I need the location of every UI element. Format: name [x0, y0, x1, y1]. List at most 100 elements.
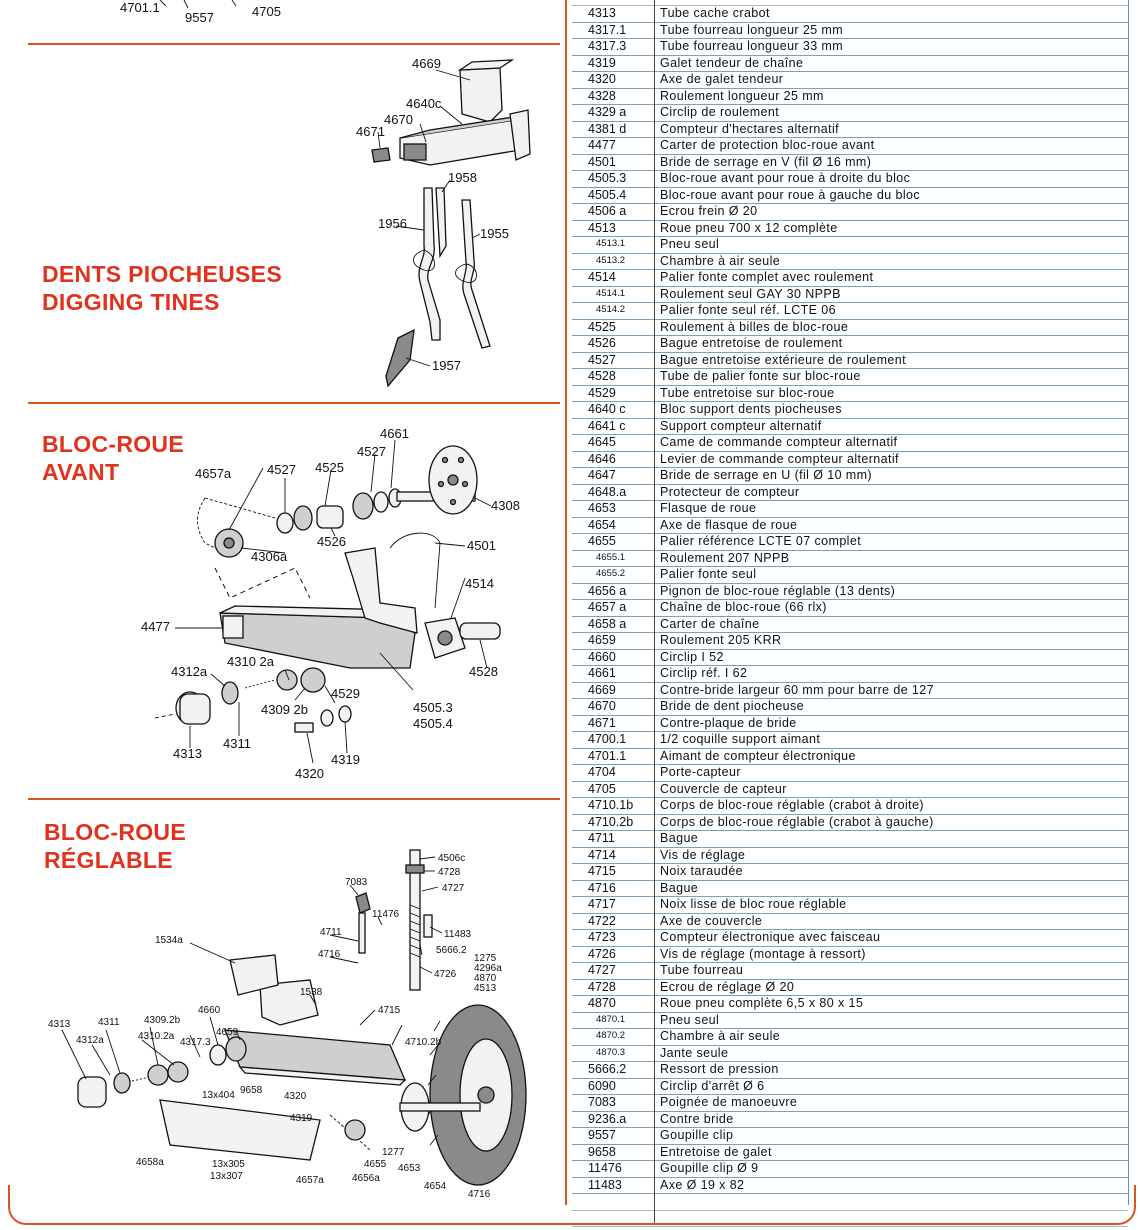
part-description: Noix taraudée [660, 864, 744, 878]
part-description: Porte-capteur [660, 765, 741, 779]
part-code: 4659 [588, 633, 616, 647]
part-description: Bloc support dents piocheuses [660, 402, 842, 416]
part-code: 11483 [588, 1177, 622, 1192]
part-description: Roulement longueur 25 mm [660, 88, 824, 103]
table-column-divider [654, 0, 655, 1225]
part-code: 4653 [588, 501, 616, 515]
part-code: 4381 d [588, 121, 627, 136]
table-row-empty [572, 1210, 1128, 1227]
part-code: 4648.a [588, 484, 627, 499]
part-description: Roulement 207 NPPB [660, 550, 790, 565]
part-code: 4715 [588, 864, 616, 878]
section-title-avant: BLOC-ROUE AVANT [42, 430, 184, 486]
label-4312a: 4312a [76, 1035, 104, 1046]
label-4528: 4528 [469, 664, 498, 679]
label-1957: 1957 [432, 358, 461, 373]
table-row: 4514.1 Roulement seul GAY 30 NPPB [572, 286, 1128, 303]
label-4660: 4660 [198, 1005, 221, 1016]
label-4727: 4727 [442, 883, 465, 894]
part-code: 4701.1 [588, 748, 627, 763]
label-4659: 4659 [216, 1027, 239, 1038]
part-description: Corps de bloc-roue réglable (crabot à ga… [660, 814, 934, 829]
tube-4313b [77, 1076, 107, 1108]
chain [197, 497, 216, 549]
label-13x404: 13x404 [202, 1090, 235, 1101]
label-4710-2b: 4710.2b [405, 1037, 442, 1048]
part-description: Levier de commande compteur alternatif [660, 451, 899, 466]
part-description: Tube cache crabot [660, 6, 770, 20]
part-description: Chaîne de bloc-roue (66 rlx) [660, 600, 827, 614]
part-code: 4525 [588, 319, 616, 334]
part-description: Pneu seul [660, 237, 720, 251]
label-4716-bottom: 4716 [468, 1189, 491, 1200]
part-code: 4661 [588, 666, 616, 680]
part-description: Contre bride [660, 1111, 734, 1126]
diagram-column: 4701.1 9557 4705 DENTS PIOCHEUSES DIGGIN… [0, 0, 565, 1230]
part-description: Flasque de roue [660, 501, 757, 515]
label-4505-4: 4505.4 [413, 716, 453, 731]
part-code: 4529 [588, 385, 616, 400]
part-code: 4726 [588, 946, 616, 961]
part-code: 4329 a [588, 105, 627, 119]
label-4726: 4726 [434, 969, 457, 980]
label-4671: 4671 [356, 124, 385, 139]
label-4655: 4655 [364, 1159, 387, 1170]
label-4311: 4311 [223, 736, 251, 751]
part-code: 4514.1 [596, 287, 626, 299]
label-4317-3: 4317.3 [180, 1037, 211, 1048]
part-description: Roue pneu 700 x 12 complète [660, 220, 838, 235]
label-4308: 4308 [491, 498, 520, 513]
part-code: 4714 [588, 847, 616, 862]
column-divider [565, 0, 567, 1205]
part-description: Tube fourreau longueur 33 mm [660, 39, 844, 53]
part-description: Aimant de compteur électronique [660, 748, 856, 763]
table-row-partial [572, 0, 1128, 6]
part-description: Support compteur alternatif [660, 418, 822, 433]
part-description: Palier fonte complet avec roulement [660, 270, 874, 284]
part-description: Axe de galet tendeur [660, 72, 784, 86]
part-description: Bride de serrage en V (fil Ø 16 mm) [660, 154, 872, 169]
part-description: Bague entretoise extérieure de roulement [660, 352, 907, 367]
label-4310-2a: 4310.2a [138, 1031, 175, 1042]
label-4312a: 4312a [171, 664, 208, 679]
label-1958: 1958 [448, 170, 477, 185]
label-11476: 11476 [372, 909, 400, 920]
label-4640c: 4640c [406, 96, 442, 111]
axle-4320 [294, 722, 314, 733]
bracket-1534a [229, 954, 279, 996]
part-description: Roulement seul GAY 30 NPPB [660, 286, 841, 301]
label-1275: 1275 [474, 953, 497, 964]
label-4501: 4501 [467, 538, 496, 553]
part-description: Bloc-roue avant pour roue à droite du bl… [660, 171, 911, 185]
part-code: 4722 [588, 913, 616, 928]
part-description: Contre-plaque de bride [660, 715, 797, 730]
label-4670: 4670 [384, 112, 413, 127]
part-code: 4506 a [588, 204, 627, 218]
part-description: Compteur électronique avec faisceau [660, 930, 881, 944]
label-4320: 4320 [284, 1091, 307, 1102]
part-code: 4647 [588, 468, 616, 482]
label-7083: 7083 [345, 877, 368, 888]
